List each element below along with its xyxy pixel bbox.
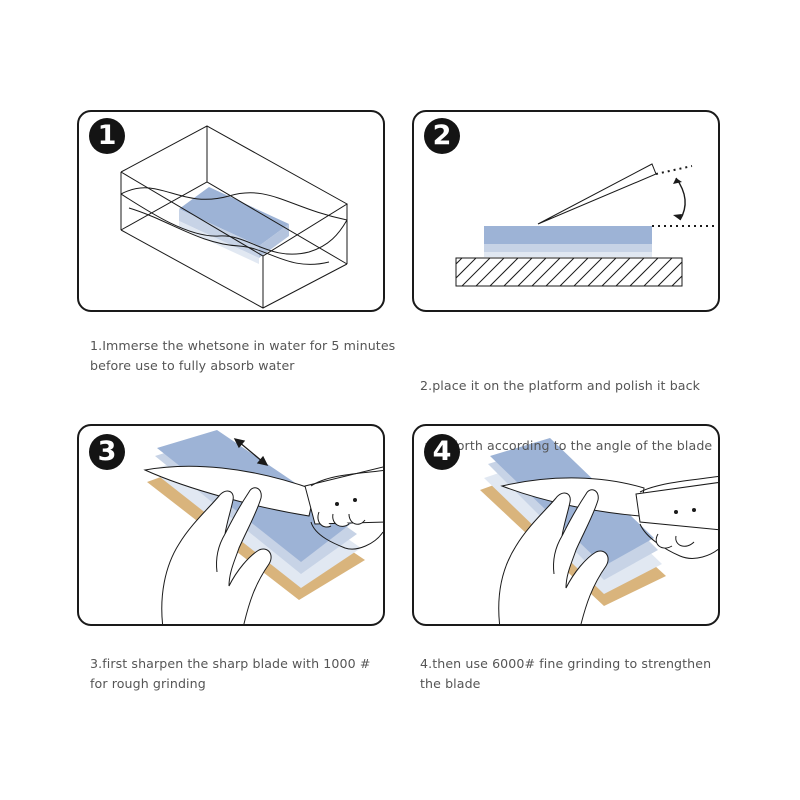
angle-arrow-icon	[675, 177, 686, 221]
step-2-panel: 2	[412, 110, 720, 312]
water-container-illustration	[120, 125, 348, 309]
left-hand-outline	[161, 487, 272, 624]
step-4-panel: 4	[412, 424, 720, 626]
left-hand-outline	[498, 489, 609, 624]
step-2-caption-line-2: and forth according to the angle of the …	[420, 438, 713, 453]
step-3-caption: 3.first sharpen the sharp blade with 100…	[90, 654, 370, 694]
step-4-caption: 4.then use 6000# fine grinding to streng…	[420, 654, 711, 694]
step-3-caption-line-1: 3.first sharpen the sharp blade with 100…	[90, 656, 371, 671]
step-4-caption-line-2: the blade	[420, 676, 481, 691]
whetstone-on-platform	[484, 226, 652, 244]
step-2-caption: 2.place it on the platform and polish it…	[420, 336, 712, 476]
step-3-number-badge: 3	[89, 434, 125, 470]
step-4-caption-line-1: 4.then use 6000# fine grinding to streng…	[420, 656, 712, 671]
rough-grinding-illustration	[143, 430, 383, 624]
angle-polish-illustration	[455, 163, 714, 287]
right-hand-outline	[310, 470, 383, 550]
step-1-caption-line-2: before use to fully absorb water	[90, 358, 295, 373]
motion-arrow-icon	[233, 438, 269, 466]
right-hand-outline	[639, 476, 718, 559]
platform-hatched	[456, 258, 682, 286]
step-1-caption-line-1: 1.Immerse the whetsone in water for 5 mi…	[90, 338, 396, 353]
knife-blade	[500, 477, 645, 517]
blade-outline	[537, 163, 657, 225]
step-1-panel: 1	[77, 110, 385, 312]
fine-grinding-illustration	[480, 438, 718, 624]
knife-handle	[304, 466, 383, 525]
step-1-number-badge: 1	[89, 118, 125, 154]
knife-handle	[635, 482, 718, 531]
step-4-number-badge: 4	[424, 434, 460, 470]
step-2-number-badge: 2	[424, 118, 460, 154]
step-3-caption-line-2: for rough grinding	[90, 676, 206, 691]
step-3-panel: 3	[77, 424, 385, 626]
step-1-caption: 1.Immerse the whetsone in water for 5 mi…	[90, 336, 395, 376]
step-2-caption-line-1: 2.place it on the platform and polish it…	[420, 378, 701, 393]
